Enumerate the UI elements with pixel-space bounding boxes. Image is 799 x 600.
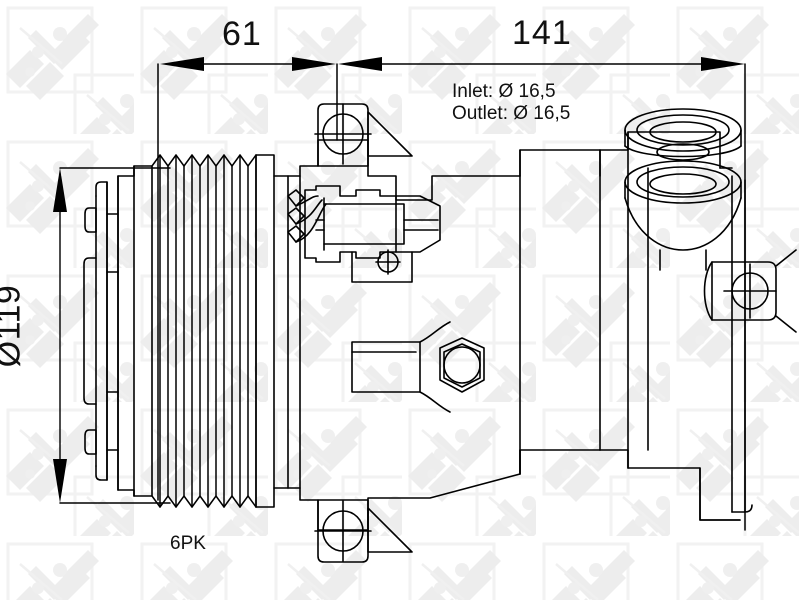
port-inlet-lower	[624, 160, 742, 271]
mount-ear-rear	[703, 249, 797, 333]
service-valve-hex	[351, 321, 485, 413]
dimension-line-119	[53, 168, 67, 503]
electrical-connector	[287, 185, 441, 283]
dimension-line-141	[338, 57, 745, 71]
mount-ear-top	[314, 103, 413, 167]
dimension-line-61	[160, 57, 336, 71]
clutch-coil-housing	[255, 154, 289, 508]
port-outlet-upper	[624, 108, 742, 161]
dimension-label-141: 141	[512, 14, 572, 52]
rear-foot	[699, 467, 741, 521]
outlet-spec-label: Outlet: Ø 16,5	[452, 103, 571, 124]
dimension-extension-lines	[59, 63, 746, 531]
pulley-grooves	[151, 154, 257, 508]
clutch-front-plate	[83, 181, 108, 481]
mount-ear-bottom	[314, 499, 413, 563]
belt-profile-label: 6PK	[170, 533, 206, 554]
dimension-label-61: 61	[222, 15, 262, 53]
dimension-label-diameter-119: Ø119	[0, 284, 28, 368]
rear-housing	[519, 131, 753, 521]
port-spec-block: Inlet: Ø 16,5 Outlet: Ø 16,5	[452, 82, 570, 126]
front-housing	[287, 139, 601, 531]
pulley-body	[117, 165, 153, 497]
clutch-hub	[106, 175, 119, 491]
inlet-spec-label: Inlet: Ø 16,5	[452, 81, 556, 102]
